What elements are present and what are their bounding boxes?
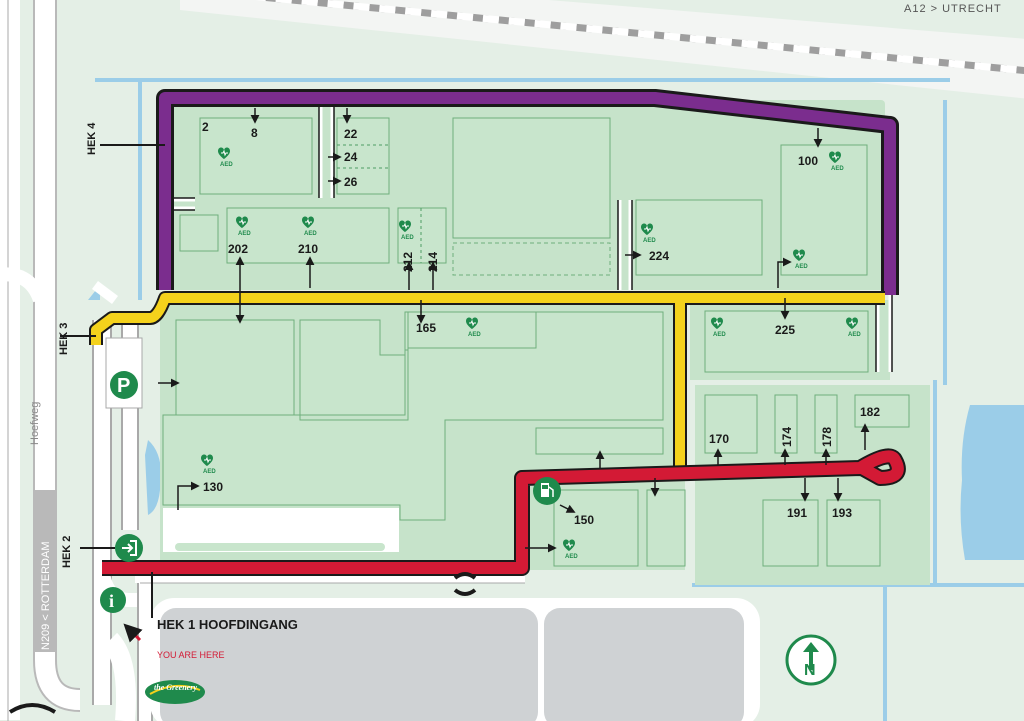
label-building-2: 2 bbox=[202, 120, 209, 134]
building-182 bbox=[854, 394, 910, 428]
route-red bbox=[102, 450, 904, 574]
label-building-210: 210 bbox=[298, 242, 318, 256]
building-central-large bbox=[162, 311, 664, 521]
label-building-165: 165 bbox=[416, 321, 436, 335]
fuel-pump-icon bbox=[533, 477, 561, 505]
building-191 bbox=[762, 499, 819, 567]
gate-labels: HEK 4 HEK 3 HEK 2 HEK 1 HOOFDINGANG bbox=[58, 122, 298, 632]
label-building-174: 174 bbox=[780, 427, 794, 447]
building-2-8 bbox=[199, 117, 313, 195]
label-building-214: 214 bbox=[426, 252, 440, 272]
building-193 bbox=[826, 499, 881, 567]
you-are-here-label: YOU ARE HERE bbox=[157, 650, 225, 660]
highway-label: A12 > UTRECHT bbox=[904, 3, 1002, 15]
parking-icon: P bbox=[110, 371, 138, 399]
building-212-214 bbox=[397, 207, 447, 264]
building-west-central bbox=[175, 319, 295, 416]
svg-text:AED: AED bbox=[304, 231, 317, 237]
building-225 bbox=[704, 310, 869, 373]
gate-label-hek1: HEK 1 HOOFDINGANG bbox=[157, 617, 298, 632]
svg-text:AED: AED bbox=[643, 238, 656, 244]
route-yellow bbox=[91, 293, 885, 345]
label-building-130: 130 bbox=[203, 480, 223, 494]
svg-text:P: P bbox=[117, 375, 130, 397]
gate-label-hek2: HEK 2 bbox=[61, 536, 73, 568]
building-north-dashed bbox=[452, 242, 611, 276]
building-small-west bbox=[179, 214, 219, 252]
highway-label-box bbox=[900, 0, 1024, 16]
svg-text:AED: AED bbox=[203, 469, 216, 475]
label-building-26: 26 bbox=[344, 175, 358, 189]
label-building-150: 150 bbox=[574, 513, 594, 527]
route-purple bbox=[159, 92, 896, 295]
gate-label-hek3: HEK 3 bbox=[58, 323, 70, 355]
bridge-icon bbox=[8, 703, 57, 714]
label-building-224: 224 bbox=[649, 249, 669, 263]
label-building-202: 202 bbox=[228, 242, 248, 256]
building-22-26 bbox=[336, 117, 390, 195]
label-building-170: 170 bbox=[709, 432, 729, 446]
road-label-hoefweg: Hoefweg bbox=[29, 402, 41, 445]
svg-text:AED: AED bbox=[220, 162, 233, 168]
you-are-here-marker: YOU ARE HERE bbox=[123, 623, 225, 660]
label-building-212: 212 bbox=[401, 252, 415, 272]
label-building-22: 22 bbox=[344, 127, 358, 141]
building-224 bbox=[635, 199, 763, 276]
svg-text:AED: AED bbox=[238, 231, 251, 237]
label-building-182: 182 bbox=[860, 405, 880, 419]
building-165 bbox=[407, 311, 537, 349]
svg-text:AED: AED bbox=[565, 554, 578, 560]
pond-west bbox=[145, 440, 162, 515]
building-170 bbox=[704, 394, 758, 454]
label-building-225: 225 bbox=[775, 323, 795, 337]
label-building-8: 8 bbox=[251, 126, 258, 140]
building-strip-east bbox=[646, 489, 686, 567]
label-building-178: 178 bbox=[820, 427, 834, 447]
bridge-icon bbox=[453, 572, 477, 596]
svg-text:N: N bbox=[804, 662, 816, 679]
gate-label-hek4: HEK 4 bbox=[86, 122, 98, 155]
building-south-strip bbox=[535, 427, 664, 455]
svg-text:AED: AED bbox=[795, 264, 808, 270]
access-arrows bbox=[158, 108, 870, 553]
road-label-n209: N209 < ROTTERDAM bbox=[40, 542, 52, 651]
label-building-191: 191 bbox=[787, 506, 807, 520]
north-compass-icon: N bbox=[785, 634, 837, 686]
svg-text:AED: AED bbox=[468, 332, 481, 338]
building-north-large bbox=[452, 117, 611, 239]
building-labels: 2 8 22 24 26 100 202 210 224 165 225 130… bbox=[202, 120, 880, 527]
svg-text:i: i bbox=[109, 591, 114, 611]
building-202-210 bbox=[226, 207, 390, 264]
the-greenery-logo: the Greenery bbox=[145, 680, 205, 704]
label-building-193: 193 bbox=[832, 506, 852, 520]
road-label-n209-box bbox=[33, 490, 55, 652]
label-building-100: 100 bbox=[798, 154, 818, 168]
label-building-24: 24 bbox=[344, 150, 358, 164]
highway-a12 bbox=[180, 0, 1024, 99]
buildings bbox=[162, 117, 910, 567]
entrance-icon bbox=[115, 534, 143, 562]
svg-text:AED: AED bbox=[713, 332, 726, 338]
info-icon: i bbox=[100, 587, 126, 613]
building-150 bbox=[553, 489, 639, 567]
svg-text:AED: AED bbox=[401, 235, 414, 241]
parking-lot-south bbox=[150, 598, 760, 721]
svg-text:AED: AED bbox=[831, 166, 844, 172]
pond-east bbox=[960, 405, 1024, 560]
svg-text:AED: AED bbox=[848, 332, 861, 338]
svg-text:the Greenery: the Greenery bbox=[154, 683, 197, 692]
